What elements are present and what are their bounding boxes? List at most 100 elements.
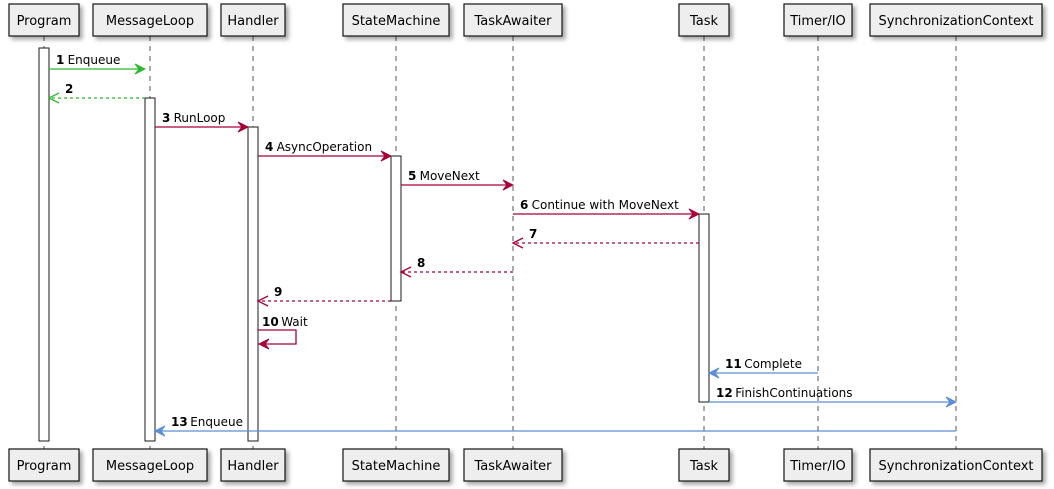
arrow-head bbox=[511, 237, 524, 249]
participant-label: MessageLoop bbox=[106, 14, 194, 29]
message-number: 2 bbox=[65, 82, 73, 96]
message-5: 5 MoveNext bbox=[401, 169, 515, 191]
participant-box bbox=[8, 448, 80, 482]
participant-handler-top: Handler bbox=[220, 3, 286, 37]
message-1: 1 Enqueue bbox=[49, 53, 147, 75]
participant-program-bottom: Program bbox=[8, 448, 80, 482]
participant-taskawaiter-top: TaskAwaiter bbox=[463, 3, 563, 37]
participant-statemachine-bottom: StateMachine bbox=[342, 448, 450, 482]
message-number: 12 bbox=[716, 386, 733, 400]
participant-label: SynchronizationContext bbox=[878, 14, 1033, 29]
message-6: 6 Continue with MoveNext bbox=[513, 198, 701, 220]
participant-label: SynchronizationContext bbox=[878, 459, 1033, 474]
participant-label: StateMachine bbox=[352, 459, 441, 474]
participant-label: Handler bbox=[227, 14, 279, 29]
arrow-head bbox=[502, 179, 515, 191]
arrow-head bbox=[945, 396, 958, 408]
message-8: 8 bbox=[399, 256, 513, 278]
participant-statemachine-top: StateMachine bbox=[342, 3, 450, 37]
message-number: 9 bbox=[274, 285, 282, 299]
participant-timerio-bottom: Timer/IO bbox=[783, 448, 853, 482]
message-number: 11 bbox=[725, 357, 742, 371]
message-label: Complete bbox=[744, 357, 802, 371]
participant-box bbox=[463, 448, 563, 482]
message-label: Enqueue bbox=[68, 53, 121, 67]
participant-label: Task bbox=[689, 14, 719, 29]
participant-label: Program bbox=[17, 14, 72, 29]
message-number: 4 bbox=[265, 140, 273, 154]
arrow-head bbox=[707, 367, 720, 379]
activation-task bbox=[698, 213, 710, 403]
arrow-head bbox=[399, 266, 412, 278]
message-4: 4 AsyncOperation bbox=[258, 140, 393, 162]
arrow-head bbox=[237, 121, 250, 133]
message-number: 5 bbox=[408, 169, 416, 183]
activation-statemachine bbox=[390, 155, 402, 302]
participant-label: Timer/IO bbox=[789, 459, 846, 474]
participant-box bbox=[463, 3, 563, 37]
participant-box bbox=[869, 448, 1043, 482]
message-label: Enqueue bbox=[190, 415, 243, 429]
participant-label: Program bbox=[17, 459, 72, 474]
participant-label: StateMachine bbox=[352, 14, 441, 29]
message-label: FinishContinuations bbox=[735, 386, 852, 400]
participant-label: Handler bbox=[227, 459, 279, 474]
participant-synccontext-top: SynchronizationContext bbox=[869, 3, 1043, 37]
participant-label: TaskAwaiter bbox=[473, 14, 552, 29]
participant-label: TaskAwaiter bbox=[473, 459, 552, 474]
message-9: 9 bbox=[256, 285, 391, 307]
message-number: 3 bbox=[162, 111, 170, 125]
message-label: Wait bbox=[281, 315, 308, 329]
message-number: 6 bbox=[520, 198, 528, 212]
participant-box bbox=[220, 448, 286, 482]
participant-box bbox=[783, 448, 853, 482]
participant-label: Timer/IO bbox=[789, 14, 846, 29]
arrow-head bbox=[134, 63, 147, 75]
arrow-head bbox=[257, 338, 270, 350]
message-line bbox=[258, 329, 297, 345]
message-number: 10 bbox=[262, 315, 279, 329]
message-label: AsyncOperation bbox=[277, 140, 372, 154]
participant-box bbox=[869, 3, 1043, 37]
arrow-head bbox=[256, 295, 269, 307]
participant-handler-bottom: Handler bbox=[220, 448, 286, 482]
message-label: Continue with MoveNext bbox=[532, 198, 679, 212]
activation-program bbox=[38, 47, 50, 442]
participant-box bbox=[8, 3, 80, 37]
participant-label: Task bbox=[689, 459, 719, 474]
participant-taskawaiter-bottom: TaskAwaiter bbox=[463, 448, 563, 482]
message-number: 1 bbox=[56, 53, 64, 67]
participant-program-top: Program bbox=[8, 3, 80, 37]
participant-synccontext-bottom: SynchronizationContext bbox=[869, 448, 1043, 482]
message-number: 13 bbox=[171, 415, 188, 429]
participant-messageloop-top: MessageLoop bbox=[92, 3, 208, 37]
activation-messageloop bbox=[144, 97, 156, 442]
arrow-head bbox=[688, 208, 701, 220]
message-7: 7 bbox=[511, 227, 699, 249]
participant-box bbox=[92, 448, 208, 482]
arrow-head bbox=[47, 92, 60, 104]
message-label: MoveNext bbox=[420, 169, 480, 183]
participant-task-bottom: Task bbox=[678, 448, 730, 482]
participant-timerio-top: Timer/IO bbox=[783, 3, 853, 37]
message-number: 7 bbox=[529, 227, 537, 241]
participant-task-top: Task bbox=[678, 3, 730, 37]
participant-label: MessageLoop bbox=[106, 459, 194, 474]
participant-box bbox=[678, 448, 730, 482]
message-number: 8 bbox=[417, 256, 425, 270]
arrow-head bbox=[380, 150, 393, 162]
participant-messageloop-bottom: MessageLoop bbox=[92, 448, 208, 482]
participant-box bbox=[342, 3, 450, 37]
participant-box bbox=[342, 448, 450, 482]
message-2: 2 bbox=[47, 82, 145, 104]
participant-box bbox=[678, 3, 730, 37]
participant-box bbox=[783, 3, 853, 37]
participant-box bbox=[92, 3, 208, 37]
